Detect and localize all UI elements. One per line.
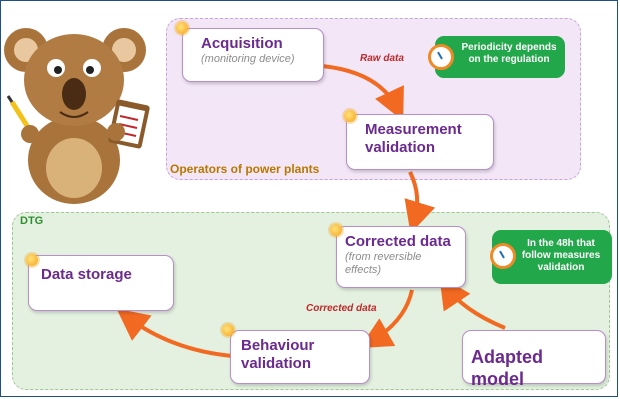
arrow-model-to-corrected — [439, 276, 506, 330]
within-48h-note-text: In the 48h that follow measures validati… — [521, 238, 601, 273]
dtg-region-label: DTG — [20, 215, 44, 227]
corrected-data-node: Corrected data (from reversible effects) — [336, 226, 466, 288]
behaviour-validation-title: Behaviour validation — [241, 337, 315, 372]
raw-data-label: Raw data — [360, 53, 404, 64]
adapted-model-node: Adapted model — [462, 330, 606, 389]
measurement-validation-title: Measurement validation — [365, 121, 462, 156]
within-48h-note: In the 48h that follow measures validati… — [492, 230, 612, 284]
corrected-data-title: Corrected data — [345, 233, 451, 250]
periodicity-note-text: Periodicity depends on the regulation — [461, 42, 557, 65]
arrow-acquisition-to-measurement — [321, 64, 404, 121]
koala-mascot-icon — [4, 28, 150, 204]
periodicity-note: Periodicity depends on the regulation — [435, 36, 565, 78]
adapted-model-title: Adapted model — [471, 347, 543, 389]
data-storage-node: Data storage — [28, 255, 174, 311]
data-storage-title: Data storage — [41, 266, 132, 283]
sun-bullet-icon — [176, 22, 188, 34]
operators-region-label: Operators of power plants — [170, 162, 320, 176]
clock-icon — [490, 243, 516, 269]
corrected-data-flow-label: Corrected data — [306, 303, 377, 314]
sun-bullet-icon — [222, 324, 234, 336]
acquisition-title: Acquisition — [201, 35, 283, 52]
sun-bullet-icon — [330, 224, 342, 236]
sun-bullet-icon — [344, 110, 356, 122]
arrow-corrected-to-behaviour — [359, 289, 414, 348]
arrow-behaviour-to-storage — [116, 308, 233, 358]
behaviour-validation-node: Behaviour validation — [230, 330, 370, 384]
acquisition-subtitle: (monitoring device) — [201, 53, 295, 65]
clock-icon — [428, 44, 454, 70]
corrected-data-subtitle: (from reversible effects) — [345, 251, 422, 276]
sun-bullet-icon — [26, 254, 38, 266]
arrow-measurement-to-corrected — [404, 171, 436, 234]
measurement-validation-node: Measurement validation — [346, 114, 494, 170]
acquisition-node: Acquisition (monitoring device) — [182, 28, 324, 82]
